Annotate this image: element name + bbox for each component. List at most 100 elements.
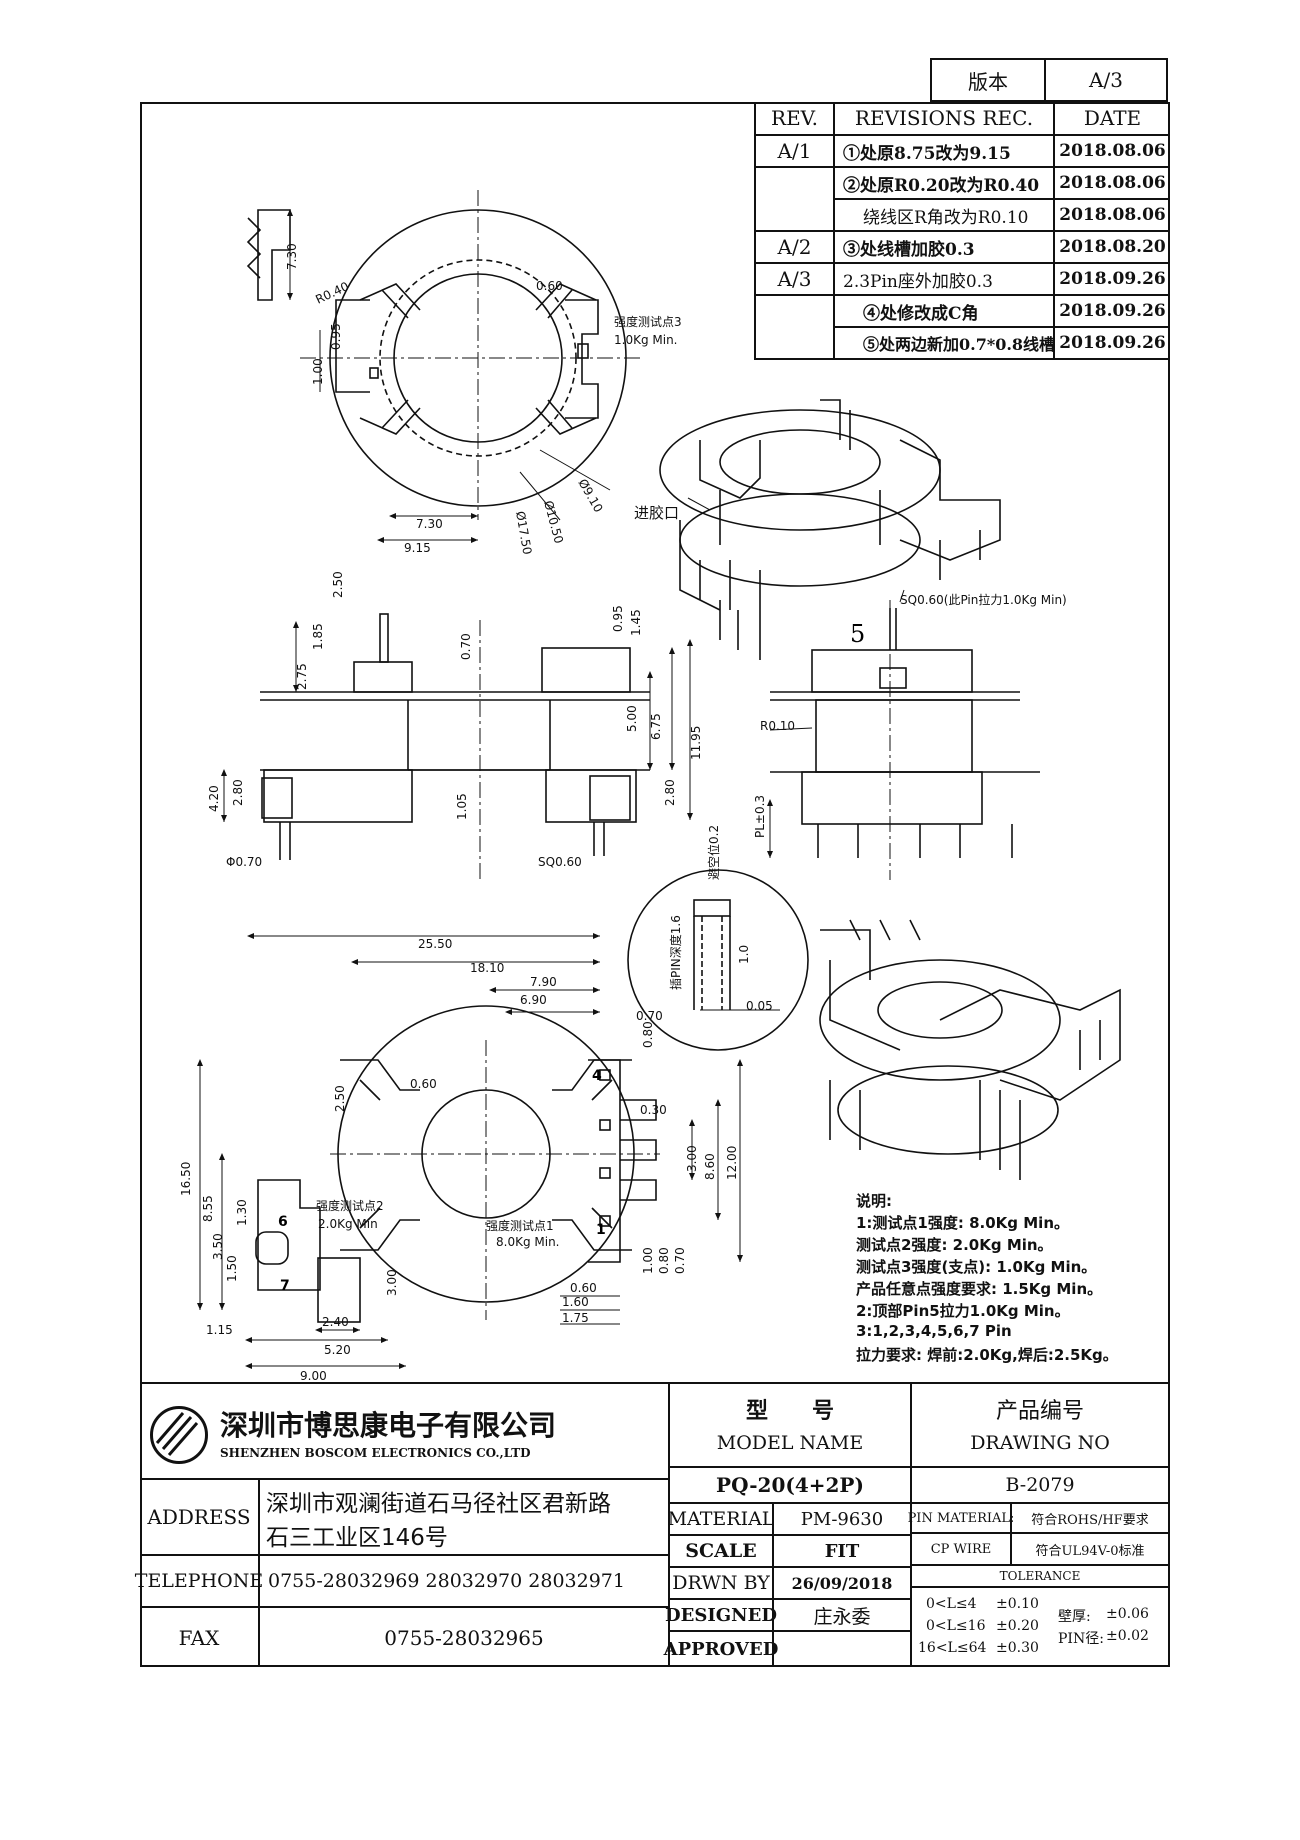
model-label-en: MODEL NAME [716, 1432, 864, 1454]
dim-label: 0.70 [673, 1247, 687, 1274]
logo-stripes-icon [155, 1412, 199, 1456]
dim-label: Φ0.70 [226, 855, 262, 869]
note-line: 测试点2强度: 2.0Kg Min。 [856, 1236, 1053, 1254]
tol-value: ±0.20 [996, 1618, 1039, 1634]
dim-label: 25.50 [418, 937, 452, 951]
notes-title: 说明: [856, 1192, 892, 1210]
bottom-view [197, 933, 743, 1369]
side-view [767, 589, 1040, 880]
tol-range: 0<L≤16 [926, 1618, 986, 1634]
scale-value: FIT [824, 1540, 860, 1562]
dim-label: PL±0.3 [753, 795, 767, 838]
dim-label: 1.60 [562, 1295, 589, 1309]
top-view [246, 190, 640, 543]
dim-label: Ø10.50 [541, 499, 566, 545]
dim-label: 0.70 [636, 1009, 663, 1023]
rev-header: REV. [771, 106, 818, 130]
dim-label: 5.20 [324, 1343, 351, 1357]
dim-label: 1.00 [641, 1247, 655, 1274]
detail-view [627, 869, 809, 1051]
dim-label: 8.60 [703, 1153, 717, 1180]
fax-value: 0755-28032965 [384, 1625, 544, 1650]
test-point-2-label: 强度测试点2 [316, 1198, 384, 1213]
dim-label: 3.00 [685, 1145, 699, 1172]
fax-label: FAX [178, 1625, 220, 1650]
pin-5-label: 5 [850, 620, 865, 648]
dim-label: 2.80 [231, 779, 245, 806]
test-point-2-value: 2.0Kg Min [318, 1217, 378, 1231]
dim-label: Ø9.10 [575, 477, 605, 515]
dim-label: 避空位0.2 [706, 825, 721, 880]
address-line-1: 深圳市观澜街道石马径社区君新路 [266, 1491, 611, 1517]
designed-value: 庄永委 [813, 1605, 871, 1628]
injection-gate-label: 进胶口 [634, 504, 679, 522]
dim-label: R0.40 [313, 279, 351, 307]
rev-date-cell: 2018.09.26 [1059, 333, 1166, 353]
dim-label: 0.05 [746, 999, 773, 1013]
address-line-2: 石三工业区146号 [266, 1525, 448, 1551]
drawn-by-label: DRWN BY [672, 1572, 770, 1594]
test-point-1-label: 强度测试点1 [486, 1218, 554, 1233]
dim-label: 1.85 [311, 623, 325, 650]
rev-cell: A/2 [777, 235, 812, 259]
rev-desc-cell: 绕线区R角改为R0.10 [863, 207, 1029, 228]
dim-label: 7.30 [416, 517, 443, 531]
dim-label: 1.05 [455, 793, 469, 820]
dim-label: 7.30 [285, 243, 299, 270]
dim-label: 1.45 [629, 609, 643, 636]
material-label: MATERIAL [667, 1508, 775, 1530]
dim-label: 11.95 [689, 726, 703, 760]
test-point-3-label: 强度测试点3 [614, 314, 682, 329]
dim-label: 1.30 [235, 1199, 249, 1226]
dim-label: 16.50 [179, 1162, 193, 1196]
pin-diameter-value: ±0.02 [1106, 1628, 1149, 1644]
isometric-view-bottom [819, 919, 1121, 1180]
dim-label: 2.50 [333, 1085, 347, 1112]
wall-thickness-value: ±0.06 [1106, 1606, 1149, 1622]
dim-label: 2.40 [322, 1315, 349, 1329]
rev-desc-cell: ③处线槽加胶0.3 [843, 239, 975, 260]
dim-label: 3.50 [211, 1233, 225, 1260]
tol-range: 0<L≤4 [926, 1596, 977, 1612]
dim-label: 18.10 [470, 961, 504, 975]
dim-label: 7.90 [530, 975, 557, 989]
dim-label: 0.95 [329, 323, 343, 350]
rev-date-cell: 2018.08.06 [1059, 141, 1166, 161]
rev-date-header: DATE [1083, 106, 1142, 130]
tol-value: ±0.30 [996, 1640, 1039, 1656]
tol-range: 16<L≤64 [918, 1640, 987, 1656]
dim-label: 0.95 [611, 605, 625, 632]
pin-label: 6 [278, 1214, 288, 1230]
rev-desc-cell: 2.3Pin座外加胶0.3 [843, 271, 993, 292]
dim-label: 1.75 [562, 1311, 589, 1325]
note-line: 拉力要求: 焊前:2.0Kg,焊后:2.5Kg。 [856, 1346, 1118, 1364]
drawing-label-cn: 产品编号 [995, 1399, 1084, 1424]
rev-desc-cell: ②处原R0.20改为R0.40 [843, 175, 1040, 196]
rev-date-cell: 2018.08.06 [1059, 205, 1166, 225]
rev-desc-cell: ④处修改成C角 [863, 303, 979, 324]
dim-label: 0.70 [459, 633, 473, 660]
dim-label: 0.80 [641, 1021, 655, 1048]
company-name-cn: 深圳市博思康电子有限公司 [220, 1409, 557, 1442]
dim-label: 9.15 [404, 541, 431, 555]
drawing-value: B-2079 [1005, 1474, 1075, 1496]
dim-label: 6.75 [649, 713, 663, 740]
designed-label: DESIGNED [665, 1604, 777, 1626]
revision-table: REV. REVISIONS REC. DATE A/1 ①处原8.75改为9.… [754, 102, 1170, 360]
note-line: 测试点3强度(支点): 1.0Kg Min。 [856, 1258, 1097, 1276]
note-line: 产品任意点强度要求: 1.5Kg Min。 [856, 1280, 1103, 1298]
dim-label: 0.80 [657, 1247, 671, 1274]
ul-label: 符合UL94V-0标准 [1035, 1543, 1145, 1559]
dim-label: 3.00 [385, 1269, 399, 1296]
dim-label: 12.00 [725, 1146, 739, 1180]
rev-date-cell: 2018.08.06 [1059, 173, 1166, 193]
dim-label: 0.60 [536, 279, 563, 293]
dim-label: SQ0.60 [538, 855, 582, 869]
tolerance-table: 0<L≤4 ±0.10 0<L≤16 ±0.20 16<L≤64 ±0.30 壁… [918, 1592, 1168, 1664]
drawing-label-en: DRAWING NO [970, 1432, 1110, 1454]
pin-label: 7 [280, 1278, 290, 1294]
telephone-label: TELEPHONE [134, 1570, 264, 1592]
version-label: 版本 [932, 60, 1046, 100]
dim-label: 0.60 [570, 1281, 597, 1295]
